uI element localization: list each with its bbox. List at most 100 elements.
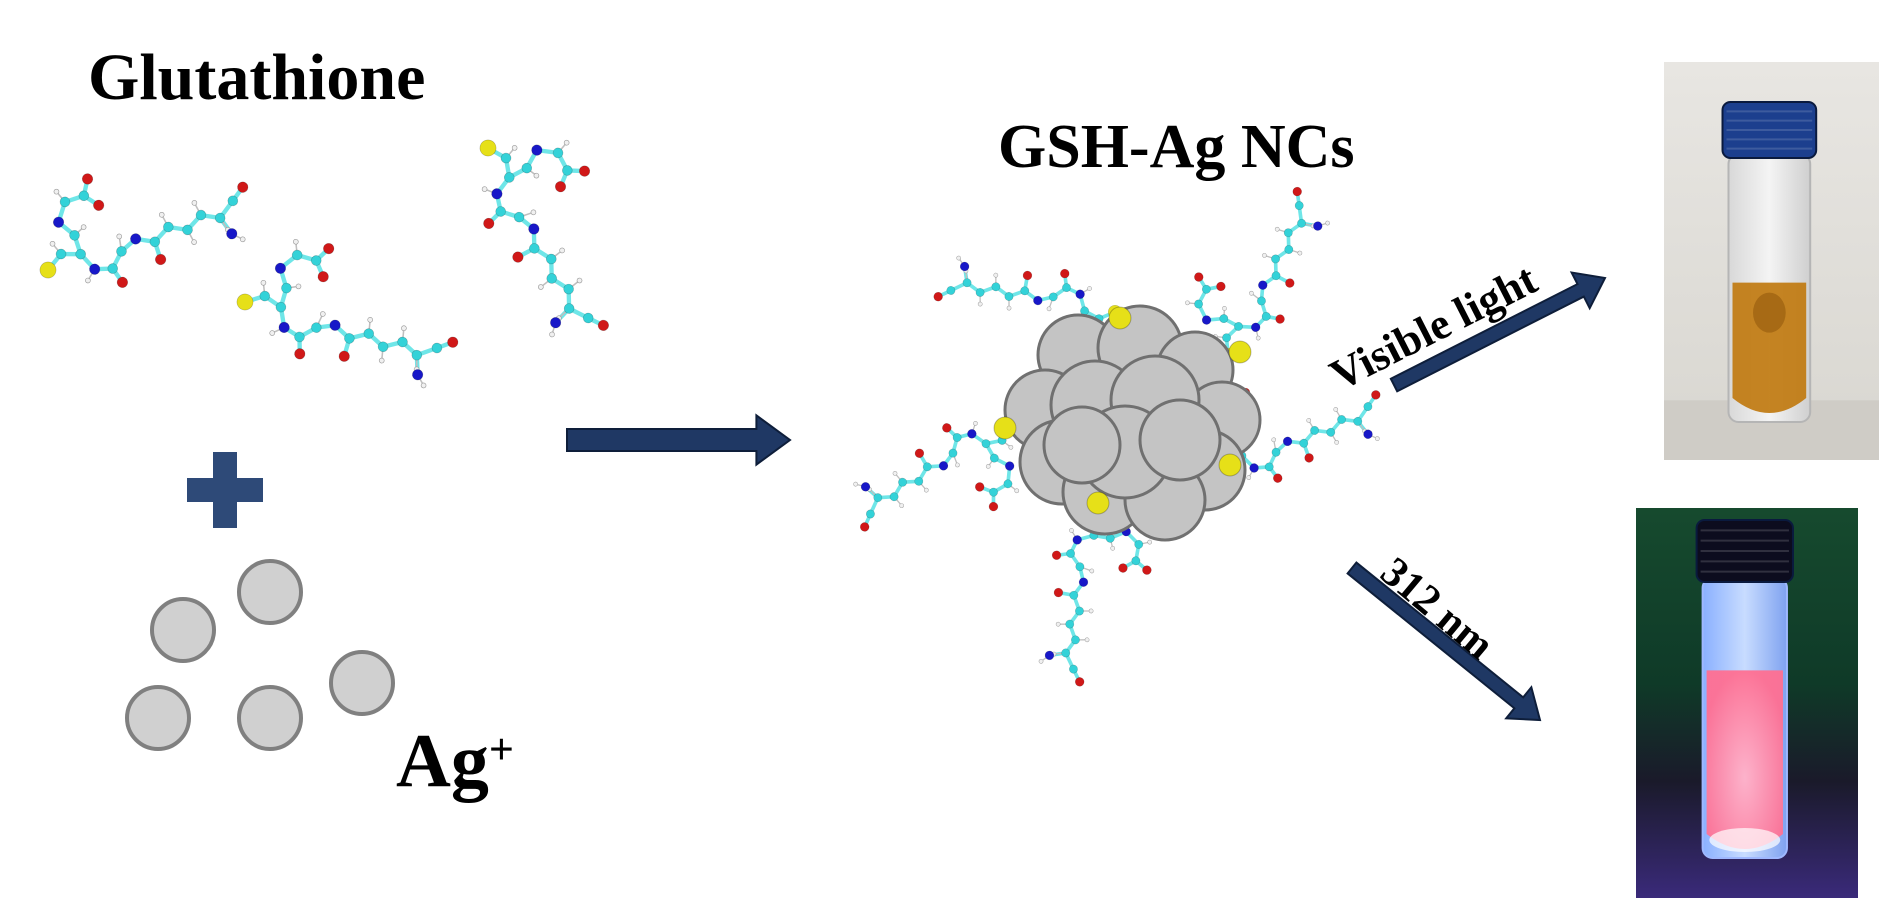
carbon-atom bbox=[1264, 462, 1274, 472]
oxygen-atom bbox=[1051, 550, 1062, 560]
carbon-atom bbox=[107, 263, 118, 274]
hydrogen-atom bbox=[85, 277, 91, 284]
carbon-atom bbox=[562, 165, 573, 176]
carbon-atom bbox=[1062, 283, 1071, 293]
silver-ion-symbol: Ag bbox=[396, 719, 489, 803]
carbon-atom bbox=[1134, 539, 1144, 549]
carbon-atom bbox=[1075, 562, 1085, 572]
silver-ion-icon bbox=[150, 597, 216, 663]
hydrogen-atom bbox=[1014, 488, 1020, 494]
uv-arrow bbox=[1346, 561, 1542, 722]
oxygen-atom bbox=[1118, 563, 1128, 573]
hydrogen-atom bbox=[295, 283, 302, 290]
hydrogen-atom bbox=[956, 255, 962, 261]
oxygen-atom bbox=[1216, 281, 1226, 292]
hydrogen-atom bbox=[1249, 290, 1254, 296]
carbon-atom bbox=[866, 509, 875, 519]
hydrogen-atom bbox=[116, 233, 123, 240]
carbon-atom bbox=[1061, 648, 1071, 658]
arrows bbox=[566, 271, 1607, 722]
hydrogen-atom bbox=[1271, 437, 1277, 443]
carbon-atom bbox=[411, 349, 423, 361]
carbon-atom bbox=[344, 333, 355, 344]
carbon-atom bbox=[1363, 402, 1373, 412]
carbon-atom bbox=[500, 152, 512, 164]
nitrogen-atom bbox=[1250, 322, 1261, 332]
oxygen-atom bbox=[447, 336, 459, 348]
silver-ion-icon bbox=[125, 685, 191, 751]
nitrogen-atom bbox=[860, 482, 871, 492]
oxygen-atom bbox=[483, 217, 495, 230]
carbon-atom bbox=[948, 448, 958, 458]
silver-ion-icon bbox=[237, 559, 303, 625]
carbon-atom bbox=[195, 209, 207, 221]
hydrogen-atom bbox=[923, 487, 929, 493]
plus-vertical-bar bbox=[213, 452, 237, 528]
carbon-atom bbox=[503, 172, 515, 183]
carbon-atom bbox=[889, 492, 899, 502]
carbon-atom bbox=[989, 487, 998, 497]
carbon-atom bbox=[1003, 479, 1013, 489]
hydrogen-atom bbox=[53, 188, 60, 195]
nitrogen-atom bbox=[89, 263, 101, 275]
hydrogen-atom bbox=[191, 200, 198, 206]
plus-icon bbox=[187, 452, 263, 528]
sulfur-atom bbox=[479, 139, 497, 157]
carbon-atom bbox=[1020, 286, 1030, 296]
carbon-atom bbox=[563, 283, 574, 295]
hydrogen-atom bbox=[1333, 407, 1339, 412]
nitrogen-atom bbox=[959, 261, 970, 272]
nitrogen-atom bbox=[1313, 221, 1323, 231]
carbon-atom bbox=[1069, 664, 1078, 674]
carbon-atom bbox=[294, 331, 305, 343]
arrow-shape bbox=[1346, 561, 1542, 722]
carbon-atom bbox=[989, 453, 999, 463]
oxygen-atom bbox=[1273, 473, 1283, 483]
carbon-atom bbox=[914, 476, 924, 486]
silver-atom-sphere bbox=[1042, 405, 1122, 485]
oxygen-atom bbox=[988, 501, 999, 512]
hydrogen-atom bbox=[576, 277, 583, 284]
arrow-shape bbox=[1389, 271, 1607, 393]
carbon-atom bbox=[78, 190, 90, 202]
carbon-atom bbox=[116, 246, 127, 257]
hydrogen-atom bbox=[1038, 658, 1044, 664]
glutathione-molecule bbox=[39, 173, 249, 288]
hydrogen-atom bbox=[559, 247, 565, 254]
carbon-atom bbox=[1257, 296, 1266, 306]
carbon-atom bbox=[1310, 426, 1320, 435]
carbon-atom bbox=[946, 286, 956, 295]
sulfur-anchor bbox=[1228, 340, 1252, 364]
hydrogen-atom bbox=[1374, 436, 1380, 441]
carbon-atom bbox=[163, 221, 174, 233]
carbon-atom bbox=[59, 196, 71, 208]
hydrogen-atom bbox=[1110, 545, 1116, 551]
nitrogen-atom bbox=[412, 369, 424, 381]
sulfur-anchor bbox=[1108, 306, 1132, 330]
oxygen-atom bbox=[1371, 390, 1381, 400]
oxygen-atom bbox=[942, 423, 952, 433]
vial-photos bbox=[1636, 62, 1879, 898]
carbon-atom bbox=[397, 336, 408, 348]
hydrogen-atom bbox=[293, 238, 299, 245]
hydrogen-atom bbox=[1088, 608, 1094, 614]
carbon-atom bbox=[546, 273, 558, 284]
hydrogen-atom bbox=[320, 311, 326, 317]
solution-shade bbox=[1753, 292, 1786, 333]
carbon-atom bbox=[75, 248, 86, 260]
carbon-atom bbox=[545, 253, 557, 265]
hydrogen-atom bbox=[899, 503, 904, 508]
hydrogen-atom bbox=[260, 279, 267, 286]
hydrogen-atom bbox=[530, 209, 537, 216]
carbon-atom bbox=[1271, 271, 1281, 281]
oxygen-atom bbox=[578, 165, 591, 177]
ligand-molecule bbox=[853, 417, 1020, 532]
hydrogen-atom bbox=[49, 240, 56, 247]
nitrogen-atom bbox=[491, 188, 503, 200]
nitrogen-atom bbox=[938, 461, 949, 471]
carbon-atom bbox=[952, 433, 962, 442]
carbon-atom bbox=[281, 282, 292, 294]
hydrogen-atom bbox=[533, 172, 540, 179]
hydrogen-atom bbox=[1069, 528, 1074, 533]
carbon-atom bbox=[1271, 447, 1281, 457]
